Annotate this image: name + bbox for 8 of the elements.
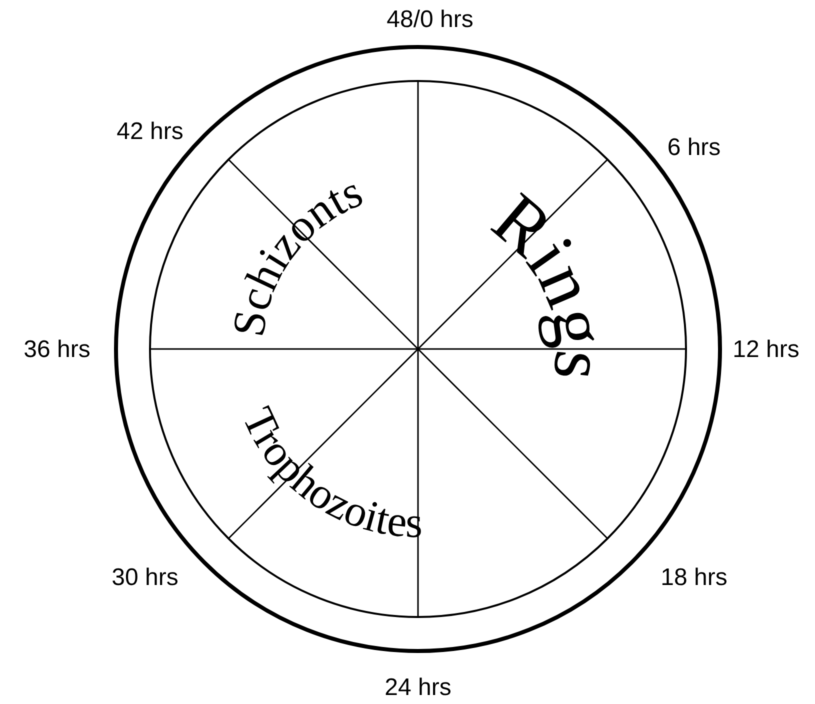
time-label: 48/0 hrs	[386, 8, 474, 32]
time-label: 6 hrs	[667, 136, 721, 160]
time-label: 18 hrs	[660, 566, 728, 590]
time-label: 36 hrs	[24, 338, 90, 362]
time-label: 12 hrs	[732, 338, 800, 362]
time-label: 30 hrs	[112, 566, 178, 590]
time-label: 42 hrs	[116, 120, 184, 144]
time-label: 24 hrs	[384, 676, 452, 700]
